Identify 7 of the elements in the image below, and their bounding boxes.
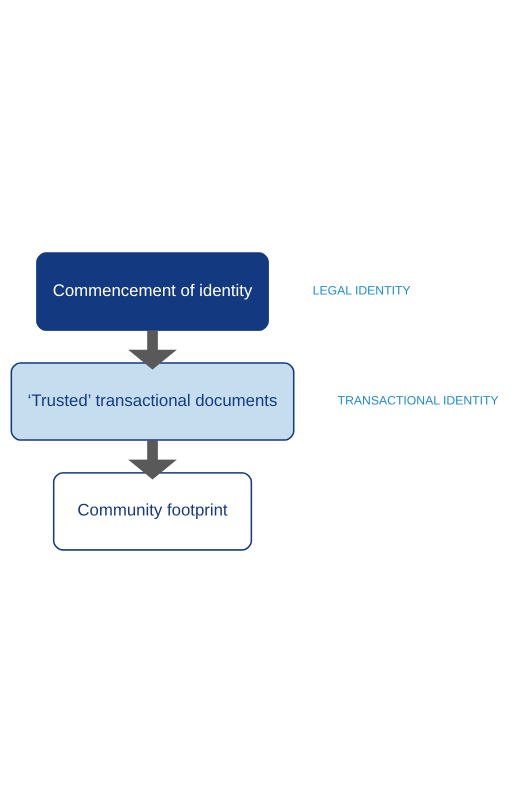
node-box: ‘Trusted’ transactional documents xyxy=(10,362,294,441)
node-box: Commencement of identity xyxy=(36,252,269,331)
label: TRANSACTIONAL IDENTITY xyxy=(338,393,499,408)
arrow xyxy=(128,440,177,480)
node-box: Community footprint xyxy=(52,472,252,551)
label: LEGAL IDENTITY xyxy=(312,283,411,298)
arrow xyxy=(128,330,177,370)
